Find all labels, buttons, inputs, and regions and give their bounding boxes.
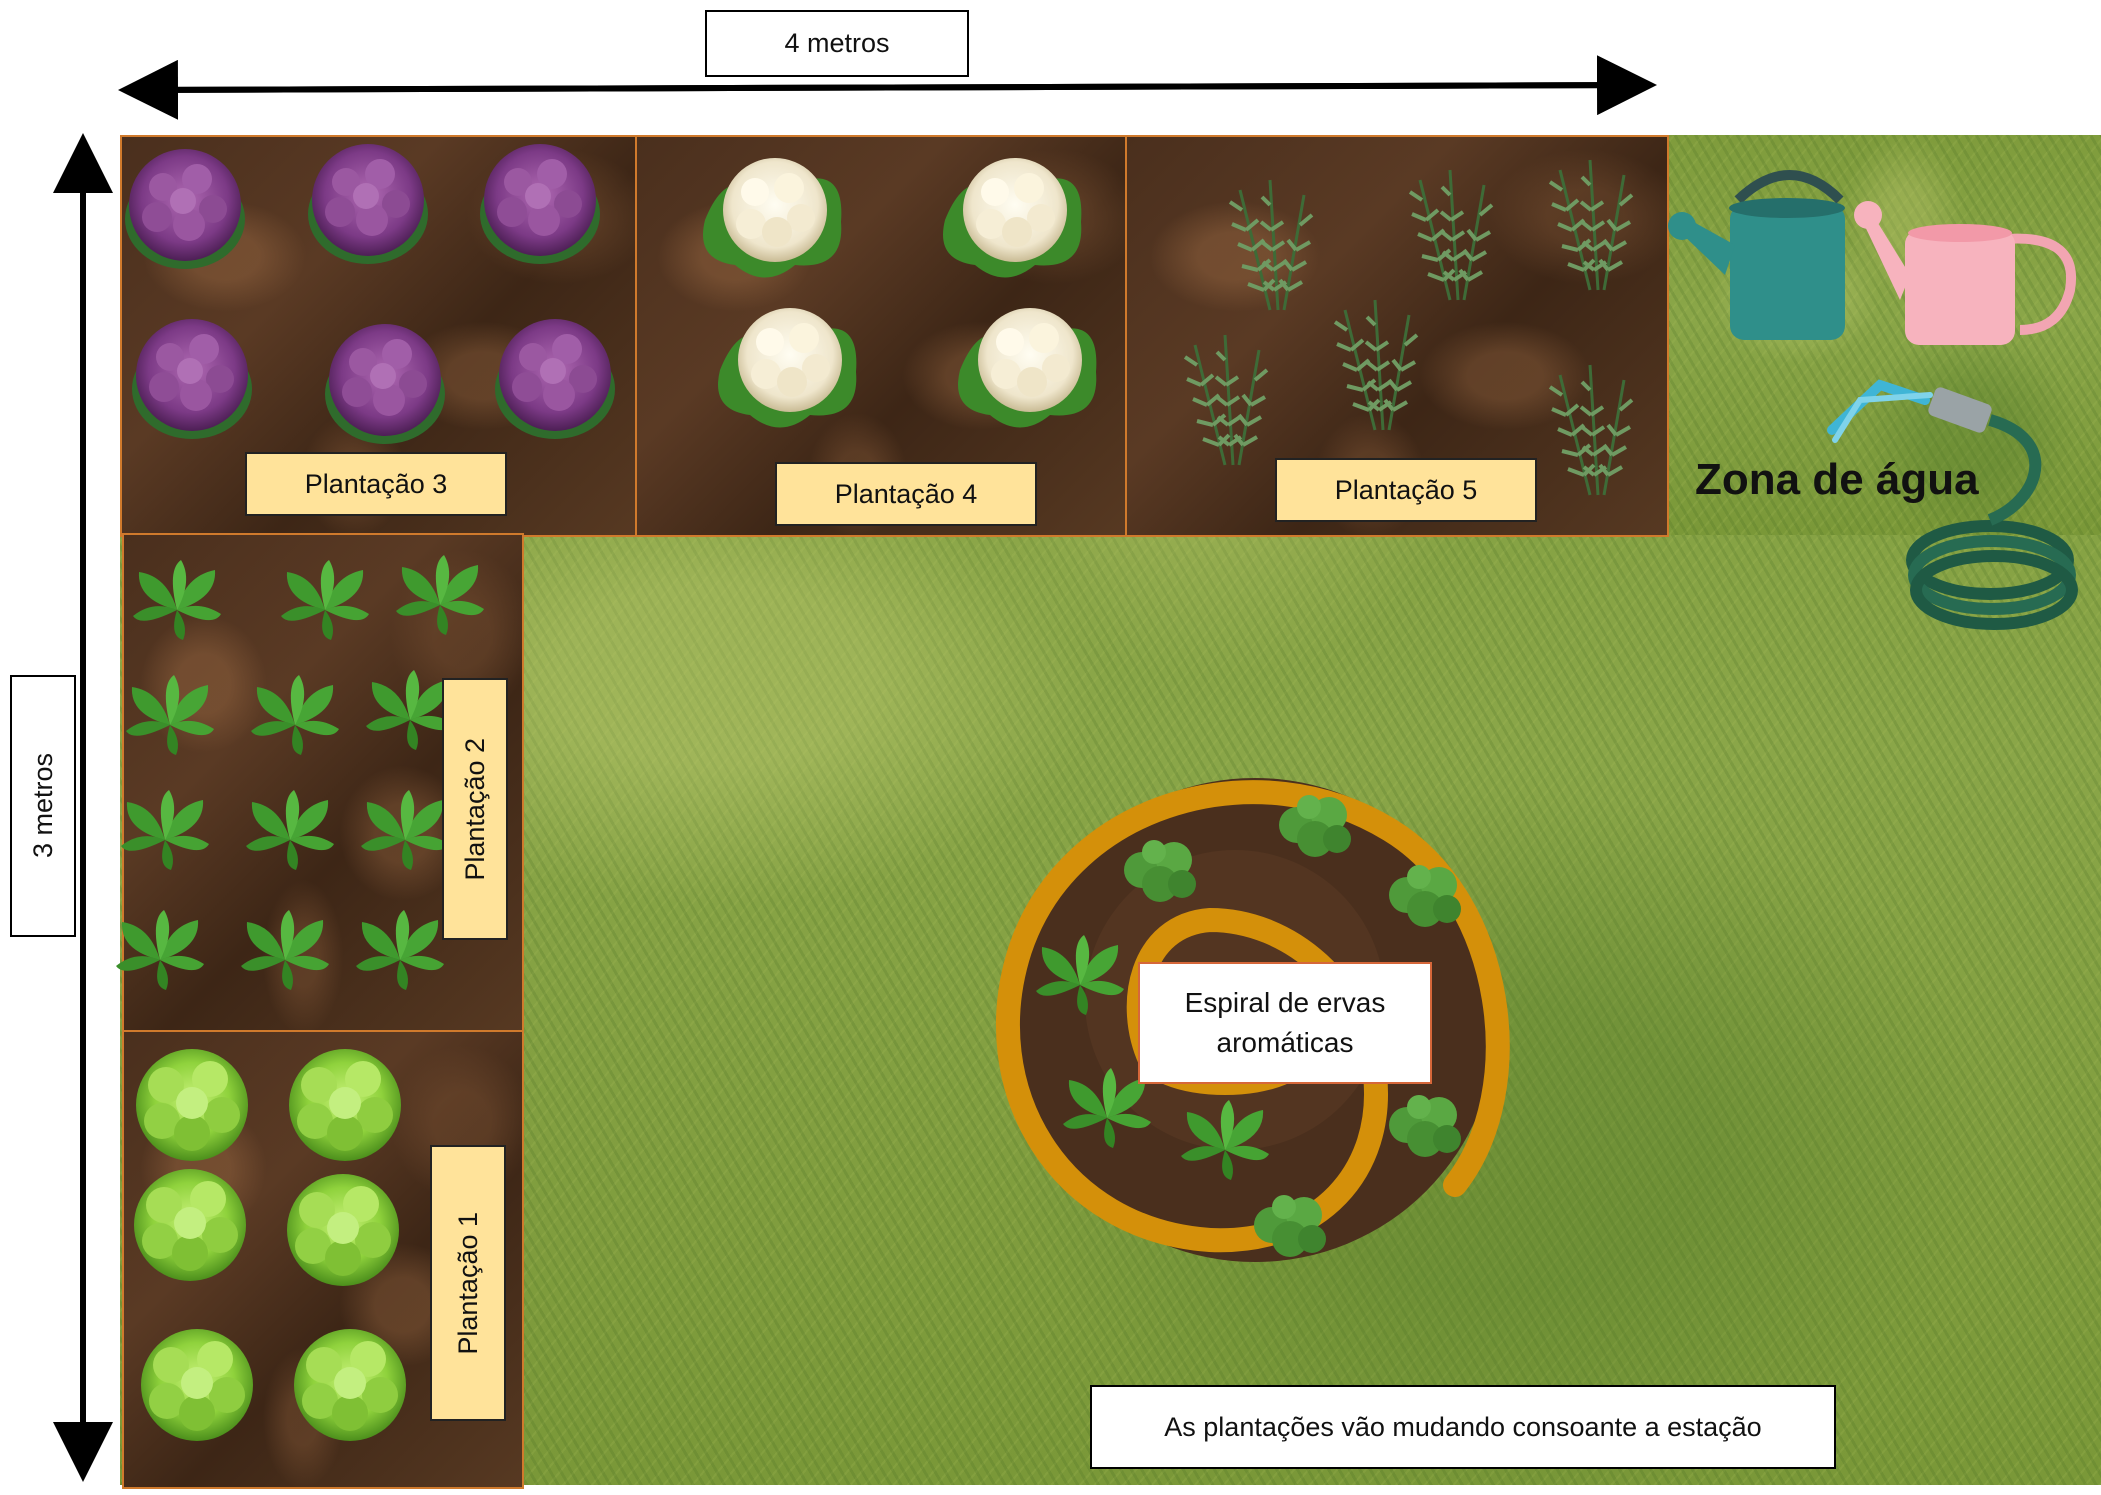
lettuce-icon <box>289 1049 401 1161</box>
cauliflower-icon <box>718 308 857 428</box>
water-zone-label: Zona de água <box>1695 455 1979 504</box>
season-note: As plantações vão mudando consoante a es… <box>1164 1411 1762 1442</box>
plot-5-label: Plantação 5 <box>1275 458 1537 522</box>
basil-icon <box>241 910 329 990</box>
plot-1-label: Plantação 1 <box>430 1145 506 1421</box>
rosemary-icon <box>1183 333 1269 467</box>
basil-icon <box>246 790 334 870</box>
plot-2-label-text: Plantação 2 <box>459 737 490 881</box>
purple-cauliflower-icon <box>132 319 252 439</box>
purple-cauliflower-icon <box>125 149 245 269</box>
plot-3-label: Plantação 3 <box>245 452 507 516</box>
basil-icon <box>356 910 444 990</box>
rosemary-icon <box>1228 178 1314 312</box>
purple-cauliflower-icon <box>308 144 428 264</box>
season-note-box: As plantações vão mudando consoante a es… <box>1090 1385 1836 1469</box>
plot-4-label-text: Plantação 4 <box>834 478 978 509</box>
basil-icon <box>126 675 214 755</box>
basil-icon <box>121 790 209 870</box>
plot-1-label-text: Plantação 1 <box>452 1211 483 1355</box>
hose-icon <box>1827 379 2078 630</box>
purple-cauliflower-icon <box>480 144 600 264</box>
plot-5-label-text: Plantação 5 <box>1334 474 1478 505</box>
spiral-label-box: Espiral de ervas aromáticas <box>1138 962 1432 1084</box>
cauliflower-icon <box>943 158 1082 278</box>
cauliflower-icon <box>958 308 1097 428</box>
rosemary-icon <box>1408 168 1494 302</box>
lettuce-icon <box>294 1329 406 1441</box>
plot-2-label: Plantação 2 <box>442 678 508 940</box>
basil-icon <box>396 555 484 635</box>
rosemary-icon <box>1548 158 1634 292</box>
basil-icon <box>133 560 221 640</box>
basil-icon <box>251 675 339 755</box>
lettuce-icon <box>141 1329 253 1441</box>
spiral-label: Espiral de ervas aromáticas <box>1184 987 1386 1058</box>
rosemary-icon <box>1548 363 1634 497</box>
basil-icon <box>361 790 449 870</box>
lettuce-icon <box>287 1174 399 1286</box>
rosemary-icon <box>1333 298 1419 432</box>
width-label-box: 4 metros <box>705 10 969 77</box>
basil-icon <box>366 670 454 750</box>
cauliflower-icon <box>703 158 842 278</box>
purple-cauliflower-icon <box>325 324 445 444</box>
lettuce-icon <box>134 1169 246 1281</box>
watering-can-icon <box>1854 201 2077 345</box>
plot-3-label-text: Plantação 3 <box>304 468 448 499</box>
plot-4-label: Plantação 4 <box>775 462 1037 526</box>
watering-can-icon <box>1668 170 1845 340</box>
basil-icon <box>281 560 369 640</box>
purple-cauliflower-icon <box>495 319 615 439</box>
width-label: 4 metros <box>784 28 890 58</box>
lettuce-icon <box>136 1049 248 1161</box>
basil-icon <box>116 910 204 990</box>
height-label-box: 3 metros <box>10 675 76 937</box>
